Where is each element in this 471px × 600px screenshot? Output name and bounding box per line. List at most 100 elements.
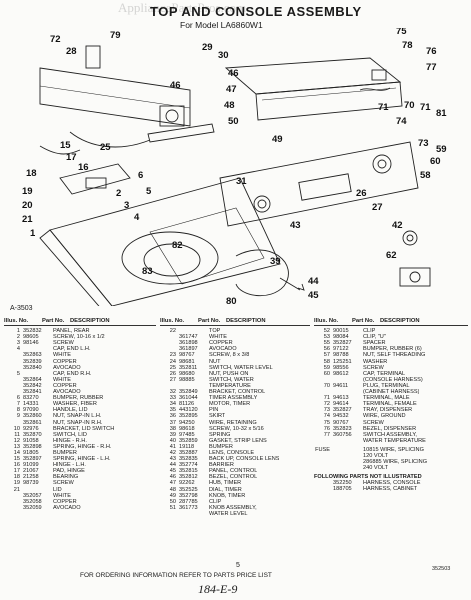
part-number: 352898 xyxy=(23,443,42,450)
callout-76: 76 xyxy=(426,46,437,57)
part-description: PIN xyxy=(209,407,219,414)
callout-6: 6 xyxy=(138,170,143,181)
part-description: BARRIER xyxy=(209,462,234,469)
part-number: 91805 xyxy=(23,449,39,456)
part-description: BEZEL, CONTROL xyxy=(209,474,258,481)
callout-73: 73 xyxy=(418,138,429,149)
handwritten-note: 184-E-9 xyxy=(198,582,238,596)
illus-number: 33 xyxy=(169,395,176,402)
illus-number: 53 xyxy=(323,334,330,341)
part-description: BUMPER, RUBBER xyxy=(53,395,104,402)
part-number: 352841 xyxy=(23,389,42,396)
part-description: MOTOR, TIMER xyxy=(209,401,251,408)
part-number: 188705 xyxy=(333,486,352,493)
part-number: 91058 xyxy=(23,437,39,444)
part-number: 352863 xyxy=(23,352,42,359)
part-description: TEMPERATURE xyxy=(209,382,251,389)
tub-opening-shape xyxy=(121,231,219,285)
illus-number xyxy=(160,511,179,517)
illus-number: 38 xyxy=(169,425,176,432)
part-number: 352861 xyxy=(23,419,42,426)
part-number: 352842 xyxy=(23,382,42,389)
part-description: NUT, SNAP-IN L.H. xyxy=(53,413,102,420)
part-description: CLIP, "U" xyxy=(363,334,386,341)
part-description: SCREW, 8 x 3/8 xyxy=(209,352,250,359)
callout-42: 42 xyxy=(392,220,403,231)
illus-number: 75 xyxy=(323,419,330,426)
illus-number: 71 xyxy=(323,395,330,402)
callout-83: 83 xyxy=(142,266,153,277)
illus-number: 36 xyxy=(169,413,176,420)
ordering-footer: FOR ORDERING INFORMATION REFER TO PARTS … xyxy=(80,572,272,579)
illus-number xyxy=(314,465,333,471)
part-number: 98146 xyxy=(23,340,39,347)
illus-number xyxy=(4,505,23,511)
part-number: 352525 xyxy=(179,486,198,493)
part-description: PLUG, TERMINAL xyxy=(363,382,410,389)
callout-70: 70 xyxy=(404,100,415,111)
illus-number: 45 xyxy=(169,468,176,475)
part-description: COPPER xyxy=(209,340,233,347)
table-row: 240 VOLT xyxy=(314,465,468,471)
part-description: AVOCADO xyxy=(209,346,237,353)
illus-number: 8 xyxy=(16,407,20,414)
part-description: SCREW, 10-32 x 5/16 xyxy=(209,425,264,432)
part-number: 94611 xyxy=(333,382,349,389)
part-description: NUT, SELF THREADING xyxy=(363,352,426,359)
part-description: BRACKET, LID SWITCH xyxy=(53,425,115,432)
callout-31: 31 xyxy=(236,176,247,187)
illus-number: 18 xyxy=(13,474,20,481)
part-description: WIRE, RETAINING xyxy=(209,419,257,426)
callout-80: 80 xyxy=(226,296,237,306)
illus-number: 11 xyxy=(14,431,20,438)
illus-number: 13 xyxy=(13,443,20,450)
part-number: 352897 xyxy=(23,456,42,463)
callout-16: 16 xyxy=(78,162,89,173)
part-description: HANDLE, LID xyxy=(53,407,88,414)
figure-code: 352503 xyxy=(432,566,451,572)
illus-number: 74 xyxy=(323,413,330,420)
illus-number: 46 xyxy=(169,474,176,481)
part-number: 352058 xyxy=(23,498,42,505)
part-description: HUB, TIMER xyxy=(209,480,242,487)
callout-44: 44 xyxy=(308,276,319,287)
callout-72: 72 xyxy=(50,34,61,45)
table-row: (CABINET HARNESS) xyxy=(314,389,468,395)
part-number: 352840 xyxy=(23,364,42,371)
part-number: 352250 xyxy=(333,480,352,487)
part-number: 443120 xyxy=(179,407,198,414)
part-description: BEZEL, DISPENSER xyxy=(363,425,417,432)
illus-number: 2 xyxy=(16,334,20,341)
part-number: 98618 xyxy=(179,425,195,432)
part-number: 98605 xyxy=(23,334,39,341)
table-row: (CONSOLE HARNESS) xyxy=(314,377,468,383)
part-description: (CABINET HARNESS) xyxy=(363,389,420,396)
part-number: 81126 xyxy=(179,401,195,408)
illus-number: 49 xyxy=(169,492,176,499)
part-description: TIMER ASSEMBLY xyxy=(209,395,258,402)
